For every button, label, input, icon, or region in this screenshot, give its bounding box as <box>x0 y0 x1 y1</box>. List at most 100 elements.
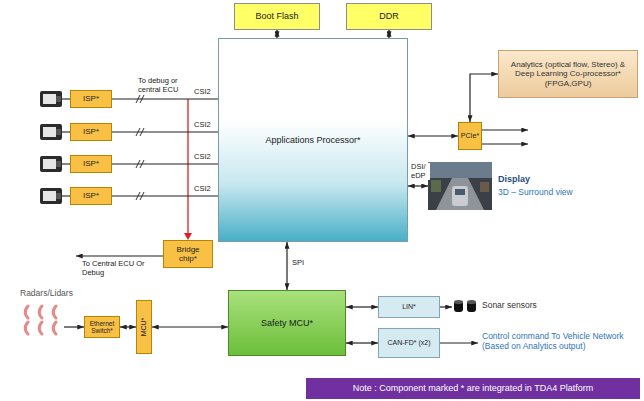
sonar-sensor-icon <box>454 300 476 312</box>
camera-icon-part-part <box>56 161 61 167</box>
camera-wire-part <box>62 131 70 132</box>
can-box: CAN-FD* (x2) <box>378 328 440 358</box>
box-label: Ethernet Switch* <box>88 320 116 335</box>
edge-label: DSI/ eDP <box>410 163 430 180</box>
sonar-wire-part <box>440 306 452 307</box>
edge-label: CSI2 <box>193 153 212 162</box>
radar-icon-part <box>53 306 56 318</box>
camera-icon-part-part <box>43 191 56 201</box>
box-label: ISP* <box>83 159 99 168</box>
connector <box>112 98 218 99</box>
connector <box>286 242 287 290</box>
connector <box>388 30 389 38</box>
sensor-label: Sonar sensors <box>482 301 537 311</box>
pcie-box: PCIe* <box>458 122 482 150</box>
connector <box>276 30 277 38</box>
radar-icon-part <box>25 322 28 334</box>
sonar-wire <box>440 307 452 308</box>
radar-wire <box>64 327 84 328</box>
camera-icon-part-part <box>43 94 56 104</box>
surround-view-picture <box>428 162 492 210</box>
box-label: LIN* <box>402 303 416 311</box>
radar-icon-part <box>39 322 42 334</box>
surround-view-picture-part <box>455 189 465 195</box>
sonar-sensor-icon-part <box>454 301 463 312</box>
camera-icon <box>40 91 62 204</box>
isp-box: ISP* <box>70 187 112 205</box>
edge-label: CSI2 <box>193 88 212 97</box>
bridge-out-arrow <box>76 256 163 257</box>
camera-icon-part-part <box>40 188 62 204</box>
isp-box: ISP* <box>70 123 112 141</box>
debug-note: To debug or central ECU <box>138 77 188 94</box>
edge-label: SPI <box>291 259 305 268</box>
note-bar: Note : Component marked * are integrated… <box>306 378 640 399</box>
edge-label: CSI2 <box>193 121 212 130</box>
camera-icon-part <box>40 91 62 107</box>
camera-icon-part-part <box>56 96 61 102</box>
connector <box>408 185 428 186</box>
pcie-out-arrow-part <box>482 143 528 144</box>
camera-icon-part-part <box>56 193 61 199</box>
memory-box: Boot Flash <box>234 3 320 30</box>
display-title: Display <box>498 174 530 184</box>
box-label: Bridge chip* <box>167 245 209 263</box>
surround-view-picture-part <box>428 162 492 210</box>
connector <box>112 195 218 196</box>
display-node: Display 3D – Surround view <box>428 162 580 210</box>
debug-tap-arrow <box>184 99 192 240</box>
processor-box: Applications Processor* <box>218 38 408 242</box>
box-label: ISP* <box>83 127 99 136</box>
vehicle-network-arrow <box>440 343 478 344</box>
sonar-sensor-icon-part <box>454 300 463 304</box>
edge-label: CSI2 <box>193 185 212 194</box>
box-label: Safety MCU* <box>261 318 313 328</box>
safety-mcu-box: Safety MCU* <box>228 290 346 356</box>
debug-note: To Central ECU Or Debug <box>82 260 148 277</box>
surround-view-picture-part <box>431 180 441 192</box>
ethernet-switch-box: Ethernet Switch* <box>84 316 120 338</box>
camera-icon-part-part <box>40 124 62 140</box>
box-label: PCIe* <box>461 132 479 140</box>
radar-wire-part <box>64 326 84 327</box>
surround-view-picture-part <box>480 182 489 192</box>
camera-wire-part <box>62 163 70 164</box>
box-label: DDR <box>379 11 399 21</box>
camera-wire-part <box>62 98 70 99</box>
display-subtitle: 3D – Surround view <box>498 188 573 198</box>
box-label: Applications Processor* <box>265 135 360 145</box>
bridge-box: Bridge chip* <box>163 240 213 268</box>
box-label: CAN-FD* (x2) <box>387 339 430 347</box>
camera-icon-part-part <box>40 156 62 172</box>
network-note: Control command To Vehicle Network (Base… <box>482 332 638 352</box>
connector <box>112 131 218 132</box>
isp-box: ISP* <box>70 90 112 108</box>
surround-view-picture-part <box>436 178 484 210</box>
connector <box>152 326 228 327</box>
surround-view-picture-part <box>452 186 468 206</box>
bus-slash-mark <box>136 95 144 200</box>
lin-box: LIN* <box>378 296 440 318</box>
box-label: ISP* <box>83 191 99 200</box>
box-label: ISP* <box>83 94 99 103</box>
box-label: Note : Component marked * are integrated… <box>353 383 593 393</box>
isp-box: ISP* <box>70 155 112 173</box>
connector <box>408 135 458 136</box>
camera-icon-part-part <box>43 127 56 137</box>
bridge-out-arrow-part <box>76 255 163 256</box>
sensor-label: Radars/Lidars <box>20 289 73 299</box>
radar-icon-part <box>25 306 28 318</box>
connector <box>346 306 378 307</box>
connector <box>470 74 498 122</box>
camera-wire-part <box>62 195 70 196</box>
box-label: MCU* <box>140 318 148 337</box>
debug-tap-arrow-part <box>187 99 188 234</box>
sonar-sensor-icon-part <box>467 301 476 312</box>
camera-icon-part <box>40 188 62 204</box>
connector <box>120 326 136 327</box>
coprocessor-box: Analytics (optical flow, Stereo) & Deep … <box>498 50 638 98</box>
vehicle-network-arrow-part <box>440 342 478 343</box>
radar-icon <box>25 306 56 334</box>
connector <box>112 163 218 164</box>
